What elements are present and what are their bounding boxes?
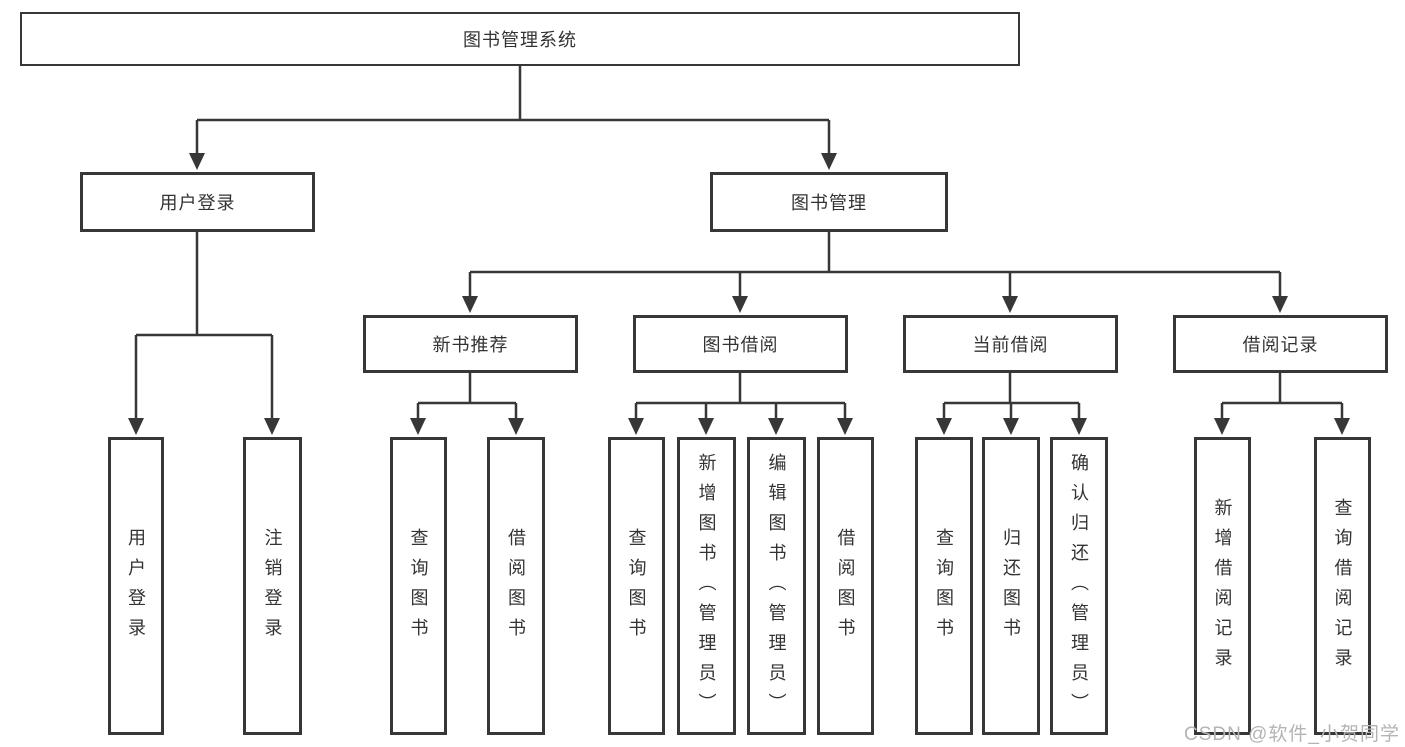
leaf-confirm-return-admin: 确认归还（管理员） bbox=[1050, 437, 1108, 735]
node-borrow-records: 借阅记录 bbox=[1173, 315, 1388, 373]
node-book-management: 图书管理 bbox=[710, 172, 948, 232]
leaf-add-books-admin: 新增图书（管理员） bbox=[677, 437, 736, 735]
leaf-query-books-recommend: 查询图书 bbox=[390, 437, 447, 735]
leaf-return-books: 归还图书 bbox=[982, 437, 1040, 735]
node-current-borrowing: 当前借阅 bbox=[903, 315, 1118, 373]
node-new-book-recommend: 新书推荐 bbox=[363, 315, 578, 373]
node-book-borrowing: 图书借阅 bbox=[633, 315, 848, 373]
node-library-management-system: 图书管理系统 bbox=[20, 12, 1020, 66]
leaf-borrow-books-recommend: 借阅图书 bbox=[487, 437, 545, 735]
leaf-query-books-current: 查询图书 bbox=[915, 437, 973, 735]
node-user-login: 用户登录 bbox=[80, 172, 315, 232]
leaf-query-borrow-record: 查询借阅记录 bbox=[1314, 437, 1371, 735]
leaf-query-books-borrowing: 查询图书 bbox=[608, 437, 665, 735]
leaf-add-borrow-record: 新增借阅记录 bbox=[1194, 437, 1251, 735]
leaf-edit-books-admin: 编辑图书（管理员） bbox=[747, 437, 806, 735]
leaf-logout: 注销登录 bbox=[243, 437, 302, 735]
leaf-borrow-books-borrowing: 借阅图书 bbox=[817, 437, 874, 735]
csdn-watermark: CSDN @软件_小贺同学 bbox=[1184, 724, 1400, 745]
leaf-user-login: 用户登录 bbox=[108, 437, 164, 735]
